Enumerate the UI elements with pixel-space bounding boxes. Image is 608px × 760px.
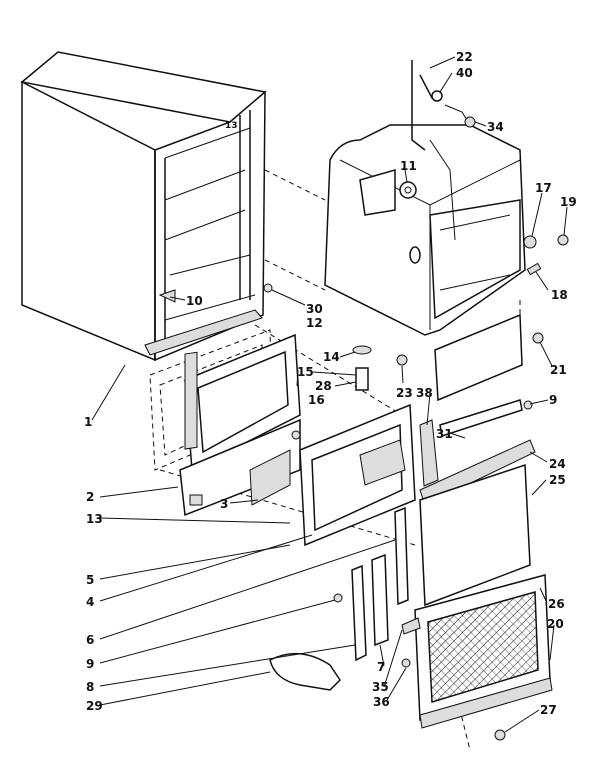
side-hardware xyxy=(523,234,569,276)
callout-38: 38 xyxy=(416,386,433,400)
handle-part xyxy=(269,652,341,691)
callout-6: 6 xyxy=(86,633,94,647)
callout-10: 10 xyxy=(186,294,203,308)
callout-18: 18 xyxy=(551,288,568,302)
callout-5: 5 xyxy=(86,573,94,587)
callout-13: 13 xyxy=(86,512,103,526)
callout-12: 12 xyxy=(306,316,323,330)
liner-tub xyxy=(324,124,526,336)
svg-text:13: 13 xyxy=(225,121,238,131)
callout-16: 16 xyxy=(308,393,325,407)
callout-25: 25 xyxy=(549,473,566,487)
callout-4: 4 xyxy=(86,595,94,609)
callout-11: 11 xyxy=(400,159,417,173)
callout-9a: 9 xyxy=(86,657,94,671)
vertical-rails xyxy=(333,506,421,668)
callout-2: 2 xyxy=(86,490,94,504)
callout-7: 7 xyxy=(377,660,385,674)
callout-35: 35 xyxy=(372,680,389,694)
callout-8: 8 xyxy=(86,680,94,694)
callout-34: 34 xyxy=(487,120,504,134)
callout-3: 3 xyxy=(220,497,228,511)
callout-21: 21 xyxy=(550,363,567,377)
callout-labels: 1 2 3 4 5 6 7 8 9 9 10 11 12 13 14 15 16… xyxy=(84,50,577,717)
callout-19: 19 xyxy=(560,195,577,209)
callout-20: 20 xyxy=(547,617,564,631)
trim-strips xyxy=(419,399,536,506)
callout-23: 23 xyxy=(396,386,413,400)
callout-31: 31 xyxy=(436,427,453,441)
callout-1: 1 xyxy=(84,415,92,429)
callout-15: 15 xyxy=(297,365,314,379)
callout-28: 28 xyxy=(315,379,332,393)
callout-9b: 9 xyxy=(549,393,557,407)
fasteners-center xyxy=(158,283,408,391)
door-frame xyxy=(184,333,301,472)
callout-14: 14 xyxy=(323,350,340,364)
grille xyxy=(414,574,553,729)
callout-29: 29 xyxy=(86,699,103,713)
leader-lines xyxy=(91,56,568,733)
callout-17: 17 xyxy=(535,181,552,195)
screw-16 xyxy=(291,430,301,440)
cabinet: 13 xyxy=(20,51,267,362)
callout-40: 40 xyxy=(456,66,473,80)
screw-27 xyxy=(494,729,506,741)
side-cover xyxy=(434,313,544,402)
callout-30: 30 xyxy=(306,302,323,316)
lower-panel xyxy=(179,418,301,517)
callout-24: 24 xyxy=(549,457,566,471)
callout-36: 36 xyxy=(373,695,390,709)
door-panel xyxy=(419,463,531,607)
inner-frame xyxy=(299,403,416,547)
callout-22: 22 xyxy=(456,50,473,64)
callout-26: 26 xyxy=(548,597,565,611)
callout-27: 27 xyxy=(540,703,557,717)
wire-harness xyxy=(411,60,476,241)
